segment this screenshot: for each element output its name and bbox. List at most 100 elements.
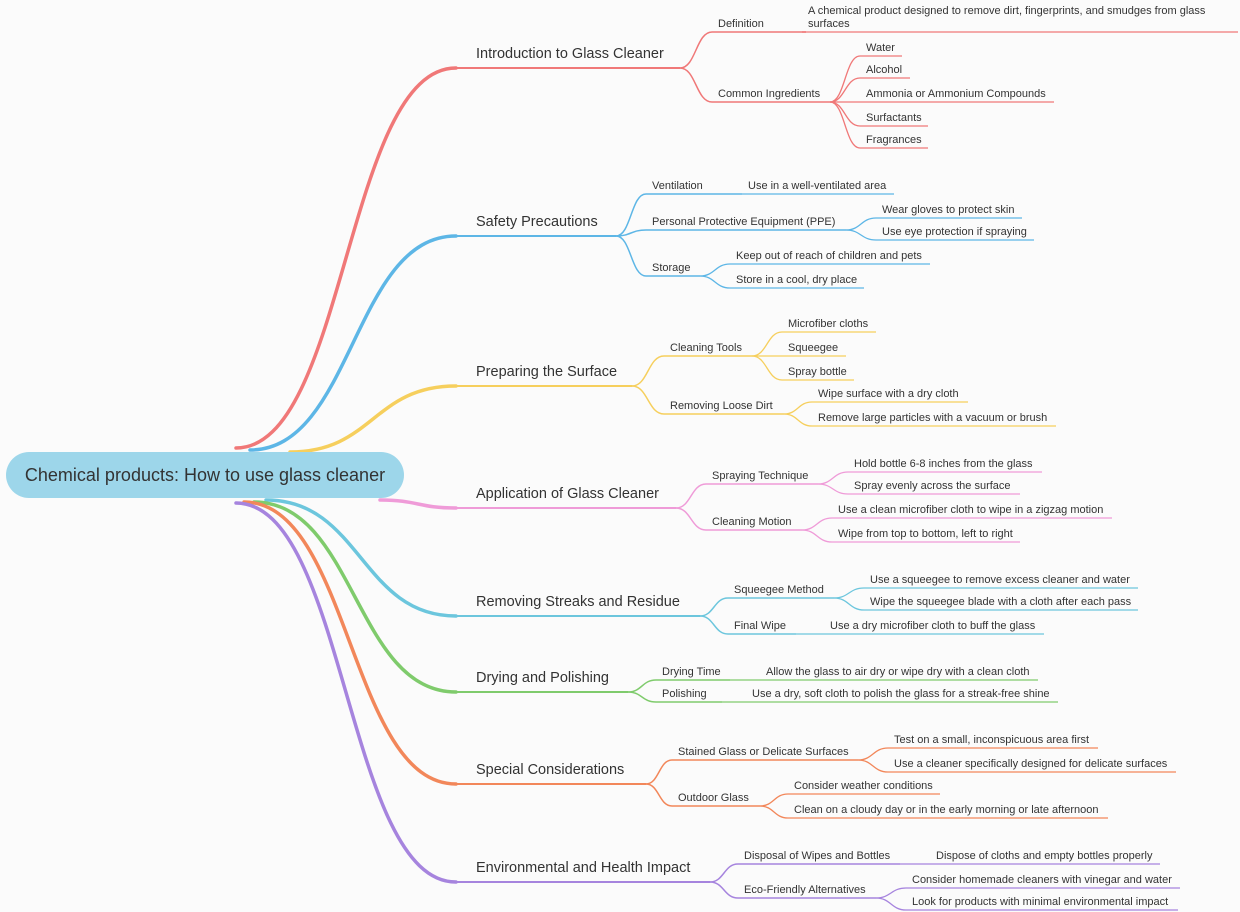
root-node-label: Chemical products: How to use glass clea… xyxy=(24,464,386,485)
root-connector xyxy=(248,234,458,452)
subtopic-connector xyxy=(675,483,707,509)
leaf-label[interactable]: Wipe surface with a dry cloth xyxy=(818,388,959,400)
root-connector xyxy=(234,66,458,450)
leaf-label[interactable]: Use a clean microfiber cloth to wipe in … xyxy=(838,504,1103,516)
leaf-label[interactable]: Dispose of cloths and empty bottles prop… xyxy=(936,850,1153,862)
leaf-label[interactable]: Use a cleaner specifically designed for … xyxy=(894,758,1168,770)
subtopic-label[interactable]: Disposal of Wipes and Bottles xyxy=(744,850,891,862)
leaf-connector xyxy=(829,101,861,149)
leaf-connector xyxy=(751,355,783,381)
leaf-connector xyxy=(801,517,833,531)
subtopic-label[interactable]: Common Ingredients xyxy=(718,88,821,100)
leaf-label[interactable]: Store in a cool, dry place xyxy=(736,274,857,286)
leaf-connector xyxy=(817,483,849,495)
subtopic-label[interactable]: Removing Loose Dirt xyxy=(670,400,773,412)
leaf-label[interactable]: Look for products with minimal environme… xyxy=(912,896,1168,908)
leaf-connector xyxy=(845,217,877,231)
leaf-label[interactable]: Use a squeegee to remove excess cleaner … xyxy=(870,574,1130,586)
leaf-label[interactable]: Spray bottle xyxy=(788,366,847,378)
subtopic-label[interactable]: Drying Time xyxy=(662,666,721,678)
root-node[interactable]: Chemical products: How to use glass clea… xyxy=(6,452,404,498)
leaf-label[interactable]: Ammonia or Ammonium Compounds xyxy=(866,88,1046,100)
leaf-label[interactable]: Wear gloves to protect skin xyxy=(882,204,1014,216)
leaf-label[interactable]: Fragrances xyxy=(866,134,922,146)
leaf-connector xyxy=(857,759,889,773)
topic-branch: Special Considerations Stained Glass or D… xyxy=(242,500,1176,819)
topic-label[interactable]: Application of Glass Cleaner xyxy=(476,486,659,502)
subtopic-connector xyxy=(679,67,713,103)
subtopic-label[interactable]: Spraying Technique xyxy=(712,470,808,482)
subtopic-connector xyxy=(627,691,657,703)
subtopic-label[interactable]: Polishing xyxy=(662,688,707,700)
leaf-label[interactable]: Consider homemade cleaners with vinegar … xyxy=(912,874,1172,886)
topic-label[interactable]: Drying and Polishing xyxy=(476,670,609,686)
subtopic-label[interactable]: Squeegee Method xyxy=(734,584,824,596)
leaf-label[interactable]: Clean on a cloudy day or in the early mo… xyxy=(794,804,1099,816)
leaf-label[interactable]: Wipe from top to bottom, left to right xyxy=(838,528,1013,540)
leaf-connector xyxy=(817,471,849,485)
subtopic-label[interactable]: Personal Protective Equipment (PPE) xyxy=(652,216,835,228)
subtopic-connector xyxy=(645,759,673,785)
leaf-connector xyxy=(829,55,861,103)
leaf-label[interactable]: Test on a small, inconspicuous area firs… xyxy=(894,734,1089,746)
leaf-label[interactable]: Remove large particles with a vacuum or … xyxy=(818,412,1047,424)
leaf-label[interactable]: Consider weather conditions xyxy=(794,780,933,792)
leaf-label[interactable]: Use a dry microfiber cloth to buff the g… xyxy=(830,620,1036,632)
topic-branch: Preparing the Surface Cleaning Tools Micro… xyxy=(288,318,1056,454)
leaf-connector xyxy=(751,331,783,357)
topic-label[interactable]: Introduction to Glass Cleaner xyxy=(476,46,664,62)
leaf-label[interactable]: Water xyxy=(866,42,895,54)
leaf-connector xyxy=(857,747,889,761)
leaf-connector xyxy=(875,897,907,911)
subtopic-label[interactable]: Definition xyxy=(718,18,764,30)
topic-branch: Drying and Polishing Drying Time Allow the… xyxy=(252,500,1058,703)
root-connector xyxy=(242,500,458,786)
leaf-label[interactable]: Wipe the squeegee blade with a cloth aft… xyxy=(870,596,1132,608)
root-connector xyxy=(264,498,458,618)
subtopic-label[interactable]: Cleaning Motion xyxy=(712,516,792,528)
leaf-connector xyxy=(759,793,789,807)
subtopic-connector xyxy=(699,597,729,617)
leaf-connector xyxy=(783,413,813,427)
leaf-label[interactable]: Allow the glass to air dry or wipe dry w… xyxy=(766,666,1030,678)
leaf-label-line2: surfaces xyxy=(808,18,850,30)
leaf-label[interactable]: Hold bottle 6-8 inches from the glass xyxy=(854,458,1033,470)
subtopic-label[interactable]: Cleaning Tools xyxy=(670,342,742,354)
subtopic-label[interactable]: Stained Glass or Delicate Surfaces xyxy=(678,746,849,758)
root-connector xyxy=(288,384,458,454)
leaf-label[interactable]: Surfactants xyxy=(866,112,922,124)
leaf-label[interactable]: Alcohol xyxy=(866,64,902,76)
subtopic-label[interactable]: Final Wipe xyxy=(734,620,786,632)
leaf-label[interactable]: Microfiber cloths xyxy=(788,318,869,330)
subtopic-label[interactable]: Ventilation xyxy=(652,180,703,192)
leaf-label[interactable]: Use in a well-ventilated area xyxy=(748,180,887,192)
subtopic-label[interactable]: Outdoor Glass xyxy=(678,792,749,804)
leaf-label[interactable]: Keep out of reach of children and pets xyxy=(736,250,922,262)
topic-label[interactable]: Safety Precautions xyxy=(476,214,598,230)
topic-branch: Application of Glass Cleaner Spraying Tec… xyxy=(378,458,1112,543)
subtopic-connector xyxy=(699,615,729,635)
topic-label[interactable]: Preparing the Surface xyxy=(476,364,617,380)
topic-branch: Introduction to Glass CleanerDefinitionA… xyxy=(234,5,1238,450)
leaf-label[interactable]: Squeegee xyxy=(788,342,838,354)
subtopic-connector xyxy=(631,355,665,387)
subtopic-connector xyxy=(679,31,713,69)
leaf-label[interactable]: Use a dry, soft cloth to polish the glas… xyxy=(752,688,1050,700)
leaf-connector xyxy=(829,77,861,103)
root-connector xyxy=(252,500,458,694)
leaf-connector xyxy=(829,101,861,127)
subtopic-connector xyxy=(645,783,673,807)
subtopic-connector xyxy=(631,385,665,415)
subtopic-label[interactable]: Eco-Friendly Alternatives xyxy=(744,884,866,896)
topic-label[interactable]: Removing Streaks and Residue xyxy=(476,594,680,610)
leaf-label[interactable]: Use eye protection if spraying xyxy=(882,226,1027,238)
leaf-label[interactable]: Spray evenly across the surface xyxy=(854,480,1011,492)
subtopic-label[interactable]: Storage xyxy=(652,262,691,274)
leaf-connector xyxy=(699,263,731,277)
topic-label[interactable]: Special Considerations xyxy=(476,762,624,778)
subtopic-connector xyxy=(627,679,657,693)
leaf-label[interactable]: A chemical product designed to remove di… xyxy=(808,5,1206,17)
subtopic-connector xyxy=(675,507,707,531)
topic-label[interactable]: Environmental and Health Impact xyxy=(476,860,690,876)
